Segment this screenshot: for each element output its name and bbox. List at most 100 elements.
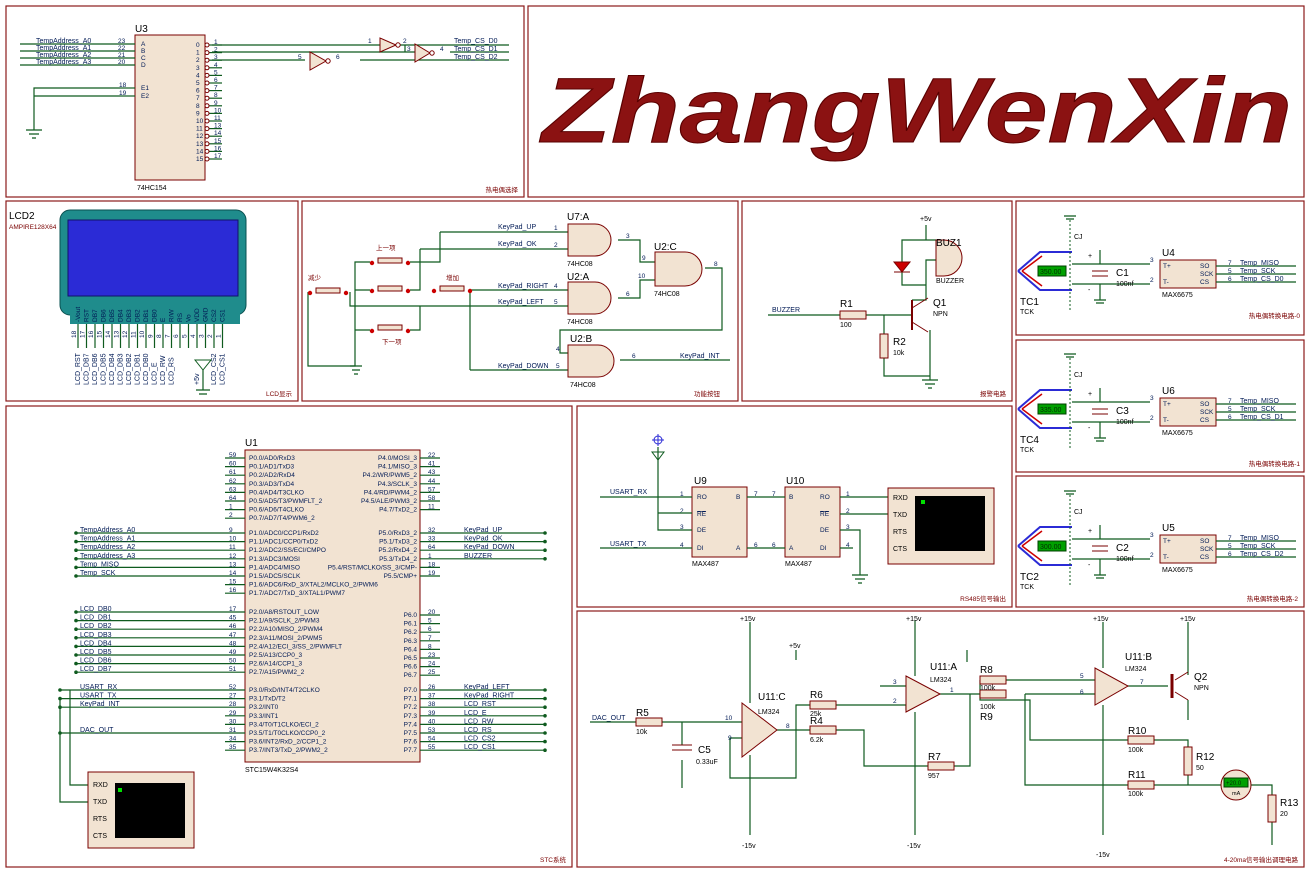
u1-right-pin-num: 54: [428, 736, 436, 743]
u1-right-net: LCD_RST: [464, 701, 497, 708]
u9-pin-r-num: 6: [754, 542, 758, 549]
u3-input-name: A: [141, 41, 146, 48]
u1-left-pin-num: 27: [229, 693, 237, 700]
u1-right-net: KeyPad_LEFT: [464, 684, 510, 691]
u3-out-pin: 5: [214, 69, 218, 76]
u3-enable-pin: 19: [119, 90, 127, 97]
lcd-pin-net: LCD_DB7: [84, 353, 91, 385]
r5-value: 10k: [636, 729, 648, 736]
r9-value: 100k: [980, 704, 996, 711]
lcd-pin-net: LCD_DB5: [101, 353, 108, 385]
gate-u2b-pin-5: 5: [556, 363, 560, 370]
u1-left-pin-name: P1.7/ADC7/TxD_3/XTAL1/PWM7: [249, 590, 345, 597]
panel-frames: [5, 5, 1305, 868]
u1-left-pin-name: P0.0/AD0/RxD3: [249, 455, 295, 462]
u1-right-net: LCD_RW: [464, 718, 494, 725]
tc-ref: TC4: [1020, 435, 1039, 446]
thermocouple-panels[interactable]: 350.00TC1TCKCJC1100nf+-U4MAX6675T+3T-2SO…: [1017, 215, 1296, 591]
max6675-pin-r: SO: [1200, 538, 1209, 545]
u1-left-pin-name: P3.7/INT3/TxD_2/PWM2_2: [249, 747, 328, 754]
lcd2-module[interactable]: LCD2 AMPIRE128X64 -Vout18LCD_RSTRST17LCD…: [9, 209, 247, 395]
loop-circuit[interactable]: +20.0 mA DAC_OUT R5 10k C5 0.33uF U11:C …: [590, 616, 1299, 859]
lcd-pin-name: DB5: [109, 309, 116, 322]
u1-left-pin-num: 51: [229, 666, 237, 673]
u1-left-pin-name: P0.5/AD5/T3/PWMFLT_2: [249, 498, 323, 505]
tc-ground-top: [1064, 353, 1076, 358]
max6675-chip: [1159, 534, 1217, 564]
button-increase[interactable]: [431, 285, 473, 294]
max6675-part: MAX6675: [1162, 567, 1193, 574]
u1-right-pin-name: P6.3: [404, 638, 418, 645]
u1-left-pin-name: P2.3/A11/MOSI_2/PWM5: [249, 635, 323, 642]
u1-left-pin-num: 10: [229, 536, 237, 543]
u3-enable-name: E2: [141, 93, 149, 100]
tc-probe-wire: [1017, 389, 1072, 429]
max6675-pin-num-r: 6: [1228, 276, 1232, 283]
button-ok[interactable]: [369, 285, 411, 294]
u1-left-net-dot: [74, 548, 78, 552]
max6675-net: Temp_CS_D2: [1240, 551, 1284, 558]
u1-right-pin-name: P4.5/ALE/PWM3_2: [361, 498, 417, 505]
panel-caption-alarm: 报警电路: [980, 389, 1007, 398]
terminal-pin: RXD: [93, 782, 108, 789]
tc-probe-wire-inner: [1021, 255, 1043, 287]
max6675-chip: [1159, 397, 1217, 427]
u1-left-net: USART_RX: [80, 684, 118, 691]
u10-pin-l-name: A: [789, 545, 794, 552]
button-prev[interactable]: [369, 257, 411, 266]
u1-right-pin-num: 22: [428, 452, 436, 459]
gate-u2c-part: 74HC08: [654, 291, 680, 298]
r5-ref: R5: [636, 708, 649, 719]
keypad-circuit[interactable]: U7:A 74HC08 U2:A 74HC08 U2:C 74HC08 U2:B…: [307, 212, 730, 389]
lcd2-ref: LCD2: [9, 211, 35, 222]
tc-display-value: 335.00: [1040, 407, 1062, 414]
gate-u7a-ref: U7:A: [567, 212, 590, 223]
u1-left-net-dot: [74, 531, 78, 535]
u3-input-net: TempAddress_A2: [36, 52, 91, 59]
lcd-pin-num: 5: [182, 334, 189, 338]
u1-left-net-dot: [74, 610, 78, 614]
u1-left-pin-name: P0.3/AD3/TxD4: [249, 481, 295, 488]
u1-right-pin-name: P5.4/RST/MCLKO/SS_3/CMP-: [328, 564, 417, 571]
max6675-pin-num-l: 2: [1150, 277, 1154, 284]
max6675-net: Temp_SCK: [1240, 406, 1276, 413]
r9-ref: R9: [980, 712, 993, 723]
u10-pin-l-name: B: [789, 494, 793, 501]
u9-pin-r-name: A: [736, 545, 741, 552]
u1-left-pin-num: 9: [229, 527, 233, 534]
u1-left-pin-name: P3.3/INT1: [249, 713, 279, 720]
u1-right-net-dot: [543, 714, 547, 718]
tc-ground-top: [1064, 215, 1076, 220]
u1-left-pin-name: P1.3/ADC3/MOSI: [249, 556, 300, 563]
u1-right-pin-num: 25: [428, 669, 436, 676]
button-next[interactable]: [369, 324, 411, 334]
button-decrease[interactable]: [307, 287, 349, 296]
u11a-part: LM324: [930, 677, 952, 684]
lcd-pin-net: +5v: [194, 373, 201, 385]
tc-probe-wire: [1017, 251, 1072, 291]
u9-ref: U9: [694, 476, 707, 487]
max6675-part: MAX6675: [1162, 292, 1193, 299]
u1-left-pin-name: P1.4/ADC4/MISO: [249, 564, 300, 571]
panel-caption-thermo-select: 热电偶选择: [486, 185, 519, 194]
u1-right-net-dot: [543, 748, 547, 752]
alarm-circuit[interactable]: +5v BUZ1 BUZZER R1 100 R2 10k Q1 NPN BUZ…: [768, 216, 964, 389]
tc-panel-1: 335.00TC4TCKCJC3100nf+-U6MAX6675T+3T-2SO…: [1017, 353, 1296, 454]
lcd-pin-name: VDD: [194, 308, 201, 322]
u1-left-pin-num: 1: [229, 504, 233, 511]
u3-input-pin: 21: [118, 52, 126, 59]
terminal-pin: CTS: [93, 833, 107, 840]
lcd-pin-name: RS: [177, 312, 184, 322]
inv-pin-6: 6: [336, 54, 340, 61]
u1-left-pin-name: P2.5/A13/CCP0_3: [249, 652, 303, 659]
u11a-pin-3: 3: [893, 679, 897, 686]
max6675-pin-num-r: 5: [1228, 268, 1232, 275]
u1-left-net-dot: [74, 618, 78, 623]
